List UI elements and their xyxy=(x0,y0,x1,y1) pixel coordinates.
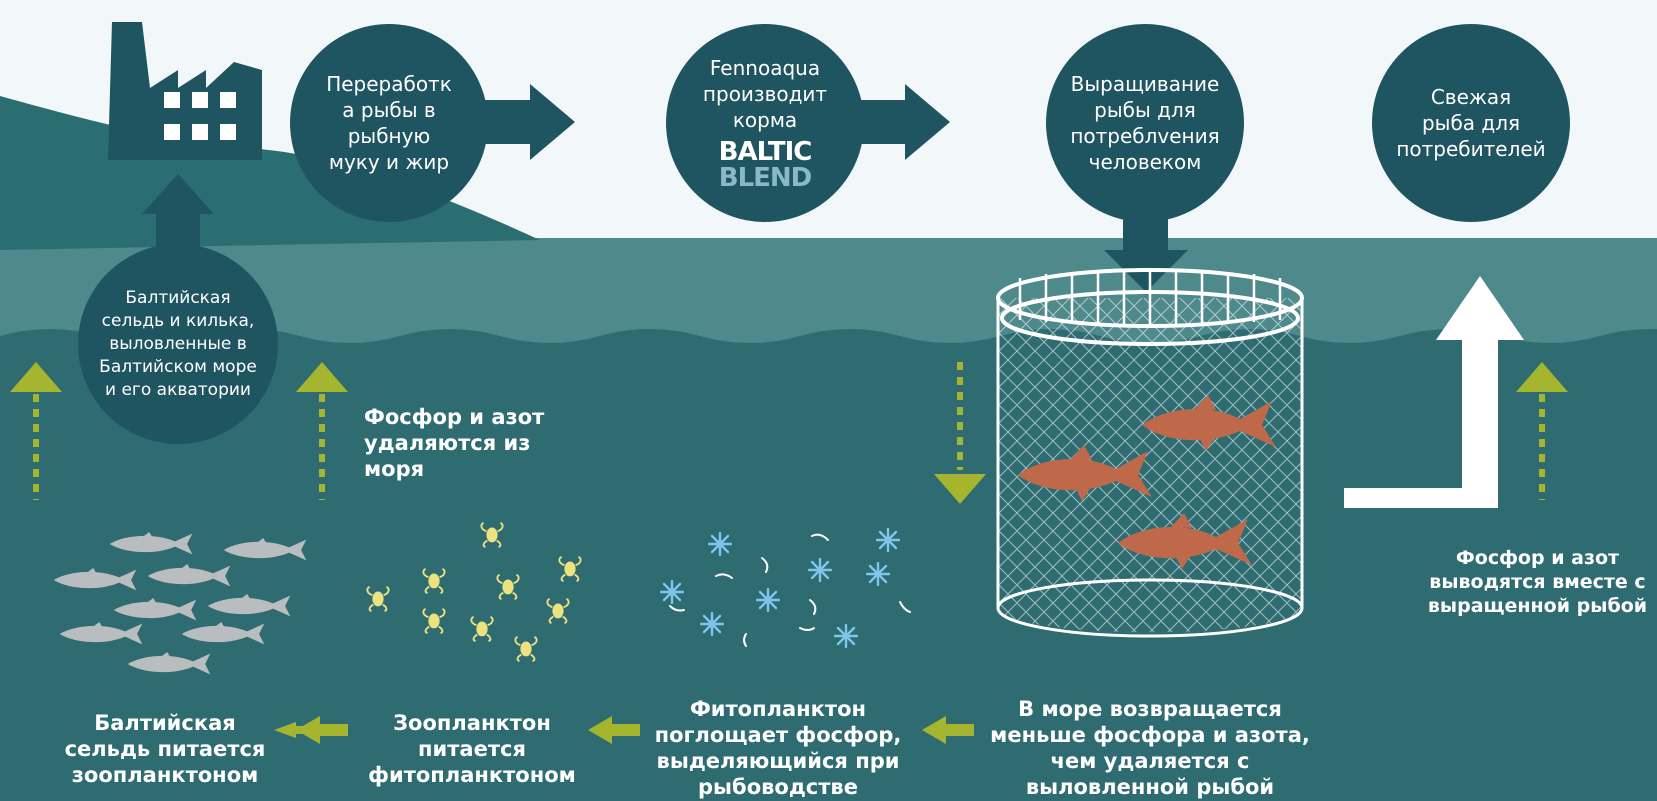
phytoplankton-icon xyxy=(708,532,732,556)
fresh-fish-circle: Свежая рыба для потребителей xyxy=(1372,24,1570,222)
phytoplankton-icon xyxy=(808,558,832,582)
zoo-feeds-label: Зоопланктон питается фитопланктоном xyxy=(368,711,576,787)
baltic-blend-logo-top: BALTIC xyxy=(718,137,813,167)
catch-text: Балтийская сельдь и килька, выловленные … xyxy=(99,287,257,400)
farming-circle: Выращивание рыбы для потреблvения челове… xyxy=(1046,24,1244,222)
arrow-right-icon xyxy=(840,84,950,160)
arrow-left-icon xyxy=(922,716,974,744)
baltic-blend-logo-bottom: BLEND xyxy=(718,163,812,193)
phytoplankton-icon xyxy=(866,562,890,586)
returns-label: В море возвращается меньше фосфора и азо… xyxy=(990,697,1310,799)
arrow-down-icon xyxy=(934,362,986,504)
herring-feeds-label: Балтийская сельдь питается зоопланктоном xyxy=(64,711,266,787)
factory-icon xyxy=(108,22,262,160)
arrow-left-icon xyxy=(296,716,348,744)
phytoplankton-icon xyxy=(876,528,900,552)
feed-text: Fennoaqua производит корма xyxy=(702,56,828,132)
phytoplankton-icon xyxy=(834,624,858,648)
farming-text: Выращивание рыбы для потреблvения челове… xyxy=(1070,72,1220,174)
phytoplankton-icon xyxy=(660,580,684,604)
arrow-left-icon xyxy=(588,716,640,744)
phytoplankton-icon xyxy=(700,612,724,636)
removed-label: Фосфор и азот удаляются из моря xyxy=(364,405,545,481)
arrow-down-icon xyxy=(1104,210,1188,292)
arrow-up-icon xyxy=(1516,362,1568,500)
feed-circle: Fennoaqua производит корма BALTIC BLEND xyxy=(666,24,864,222)
phyto-absorbs-label: Фитопланктон поглощает фосфор, выделяющи… xyxy=(654,697,902,799)
fish-cage-icon xyxy=(996,268,1304,638)
phytoplankton-icon xyxy=(756,588,780,612)
arrow-right-icon xyxy=(460,84,575,160)
exported-label: Фосфор и азот выводятся вместе с выращен… xyxy=(1427,547,1648,617)
processing-circle: Переработк а рыбы в рыбную муку и жир xyxy=(290,24,488,222)
phytoplankton-cluster xyxy=(660,528,911,648)
white-up-arrow-icon xyxy=(1344,276,1524,508)
processing-text: Переработк а рыбы в рыбную муку и жир xyxy=(326,72,452,174)
arrow-up-icon xyxy=(10,362,62,500)
arrow-up-icon xyxy=(142,174,214,252)
arrow-up-icon xyxy=(296,362,348,500)
fresh-fish-text: Свежая рыба для потребителей xyxy=(1396,85,1546,161)
catch-circle: Балтийская сельдь и килька, выловленные … xyxy=(78,244,278,444)
